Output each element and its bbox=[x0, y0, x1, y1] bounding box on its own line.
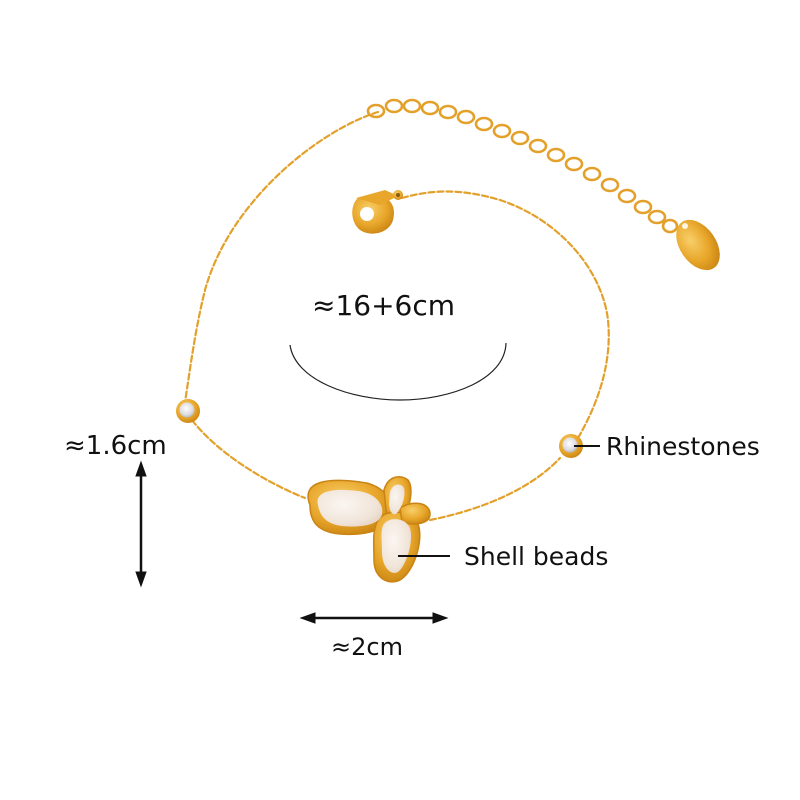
butterfly-pendant bbox=[307, 476, 431, 583]
rhinestone-right bbox=[559, 434, 583, 458]
pendant-width-label: ≈2cm bbox=[331, 633, 403, 661]
extender-chain bbox=[366, 98, 679, 234]
width-arrow bbox=[299, 612, 449, 624]
chain bbox=[183, 110, 610, 522]
shell-beads-label: Shell beads bbox=[464, 542, 609, 571]
pendant-height-label: ≈1.6cm bbox=[64, 431, 167, 461]
rhinestones-label: Rhinestones bbox=[606, 432, 760, 461]
end-tag bbox=[676, 219, 720, 271]
total-length-label: ≈16+6cm bbox=[312, 289, 456, 322]
lobster-clasp bbox=[352, 190, 403, 234]
length-arc bbox=[289, 342, 507, 401]
height-arrow bbox=[135, 460, 147, 588]
rhinestone-left bbox=[176, 399, 200, 423]
